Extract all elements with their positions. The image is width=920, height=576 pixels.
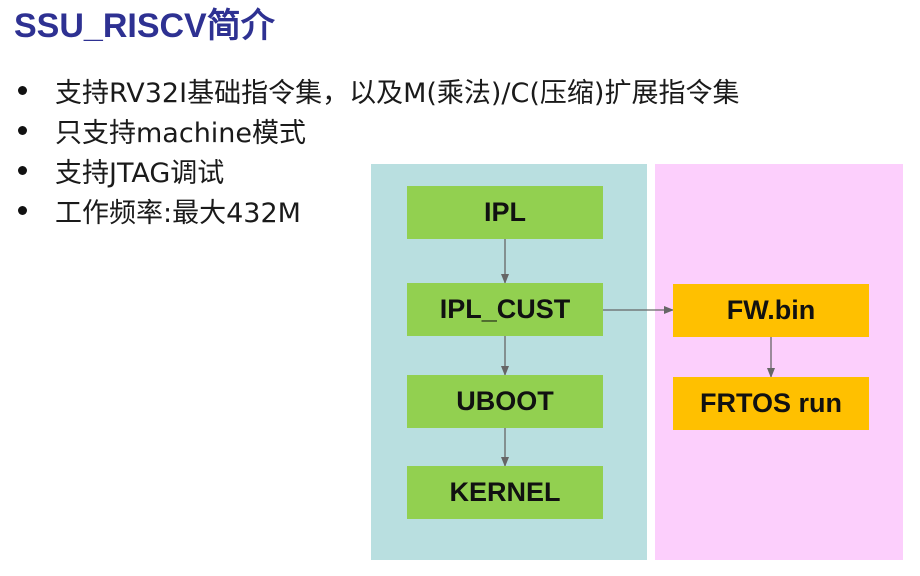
bullet-item: 工作频率:最大432M	[16, 190, 739, 230]
page-title-cjk: 简介	[206, 7, 275, 45]
bullet-text: 支持RV32I基础指令集，以及M(乘法)/C(压缩)扩展指令集	[55, 77, 740, 109]
bullet-item: 支持JTAG调试	[16, 150, 739, 190]
node-uboot: UBOOT	[407, 375, 603, 428]
bullet-text: 工作频率:最大432M	[55, 197, 301, 229]
page-title: SSU_RISCV简介	[14, 4, 275, 48]
bullet-dot-icon	[18, 165, 27, 175]
node-ipl: IPL	[407, 186, 603, 239]
node-fw-bin: FW.bin	[673, 284, 869, 337]
bullet-dot-icon	[18, 85, 27, 95]
bullet-text: 只支持machine模式	[55, 117, 307, 149]
node-ipl-cust: IPL_CUST	[407, 283, 603, 336]
riscv-panel	[655, 164, 903, 560]
bullet-text: 支持JTAG调试	[55, 157, 225, 189]
bullet-dot-icon	[18, 125, 27, 135]
node-frtos-run: FRTOS run	[673, 377, 869, 430]
bullet-item: 只支持machine模式	[16, 110, 739, 150]
node-kernel: KERNEL	[407, 466, 603, 519]
bullet-list: 支持RV32I基础指令集，以及M(乘法)/C(压缩)扩展指令集 只支持machi…	[16, 70, 739, 230]
bullet-dot-icon	[18, 205, 27, 215]
bullet-item: 支持RV32I基础指令集，以及M(乘法)/C(压缩)扩展指令集	[16, 70, 739, 110]
page-title-latin: SSU_RISCV	[14, 7, 207, 45]
